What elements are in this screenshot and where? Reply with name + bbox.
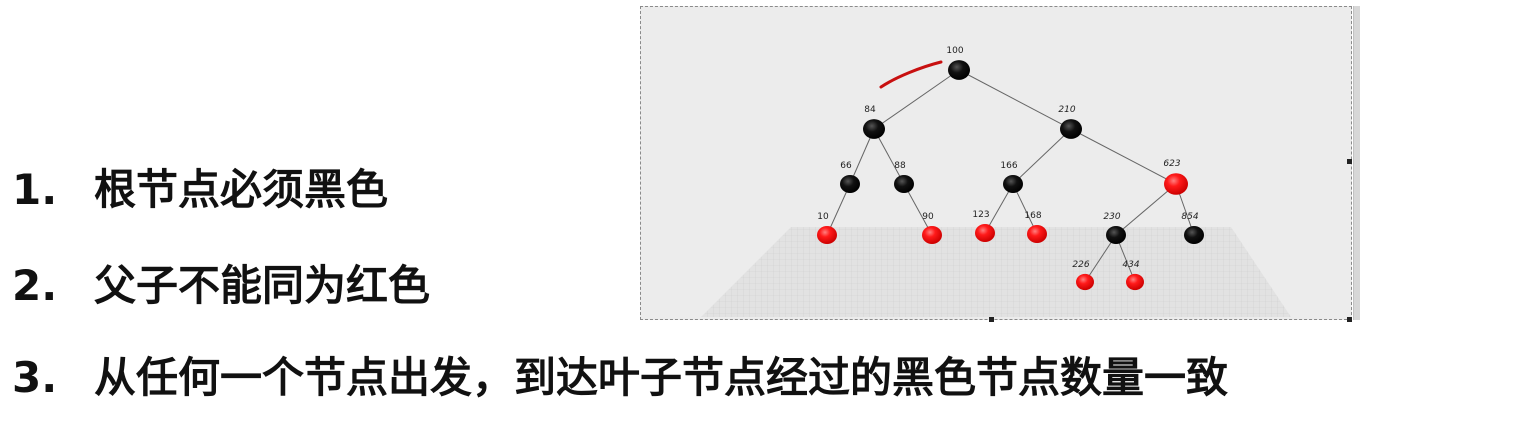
tree-node-166 <box>1003 175 1023 193</box>
tree-node-123 <box>975 224 995 242</box>
tree-edge-166-168 <box>1012 183 1038 235</box>
resize-handle[interactable] <box>1347 317 1352 322</box>
tree-node-label: 210 <box>1058 105 1075 115</box>
rule-text: 根节点必须黑色 <box>94 165 389 214</box>
tree-node-66 <box>840 175 860 193</box>
tree-node-label: 123 <box>972 210 989 220</box>
tree-edge-230-226 <box>1084 234 1117 283</box>
resize-handle[interactable] <box>989 317 994 322</box>
tree-node-226 <box>1076 273 1094 291</box>
tree-node-210 <box>1060 119 1082 139</box>
rule-item-2: 2. 父子不能同为红色 <box>12 260 430 312</box>
tree-node-label: 88 <box>894 161 906 171</box>
rule-number: 1. <box>12 165 58 214</box>
tree-node-label: 434 <box>1122 260 1139 270</box>
rule-number: 2. <box>12 261 58 310</box>
tree-node-label: 168 <box>1024 211 1041 221</box>
tree-edge-100-210 <box>958 69 1072 130</box>
tree-node-label: 66 <box>840 161 852 171</box>
annotation-stroke <box>879 60 943 89</box>
resize-handle[interactable] <box>1347 159 1352 164</box>
tree-node-label: 230 <box>1103 212 1120 222</box>
tree-node-623 <box>1164 173 1188 195</box>
tree-node-10 <box>817 226 837 244</box>
tree-node-label: 10 <box>817 212 829 222</box>
red-black-tree-diagram: 100 84 210 66 88 166 623 10 90 123 168 230 854 226 434 <box>701 46 1291 317</box>
tree-node-label: 623 <box>1163 159 1180 169</box>
tree-node-434 <box>1126 273 1144 291</box>
tree-node-88 <box>894 175 914 193</box>
tree-node-168 <box>1027 225 1047 243</box>
tree-edge-210-623 <box>1070 128 1177 185</box>
grid-floor <box>701 227 1291 317</box>
tree-node-label: 84 <box>864 105 876 115</box>
tree-edge-210-166 <box>1012 128 1072 185</box>
rule-number: 3. <box>12 353 58 402</box>
tree-node-label: 90 <box>922 212 934 222</box>
rule-text: 从任何一个节点出发，到达叶子节点经过的黑色节点数量一致 <box>94 353 1229 402</box>
rule-item-3: 3. 从任何一个节点出发，到达叶子节点经过的黑色节点数量一致 <box>12 352 1228 404</box>
tree-node-100 <box>948 60 970 80</box>
rule-item-1: 1. 根节点必须黑色 <box>12 164 388 216</box>
tree-node-label: 166 <box>1000 161 1017 171</box>
tree-node-84 <box>863 119 885 139</box>
panel-scrollbar[interactable] <box>1353 6 1360 320</box>
tree-node-label: 100 <box>946 46 963 56</box>
tree-visualization-panel: 100 84 210 66 88 166 623 10 90 123 168 230 854 226 434 <box>640 6 1352 320</box>
tree-edge-84-88 <box>873 128 905 185</box>
rule-text: 父子不能同为红色 <box>94 261 431 310</box>
tree-edge-66-10 <box>826 183 851 236</box>
tree-node-90 <box>922 226 942 244</box>
tree-edge-166-123 <box>984 183 1014 234</box>
tree-node-label: 226 <box>1072 260 1089 270</box>
tree-node-230 <box>1106 226 1126 244</box>
tree-node-label: 854 <box>1181 212 1198 222</box>
tree-node-854 <box>1184 226 1204 244</box>
tree-edge-100-84 <box>873 69 960 130</box>
tree-edge-88-90 <box>903 183 933 236</box>
tree-edge-623-230 <box>1115 183 1177 236</box>
